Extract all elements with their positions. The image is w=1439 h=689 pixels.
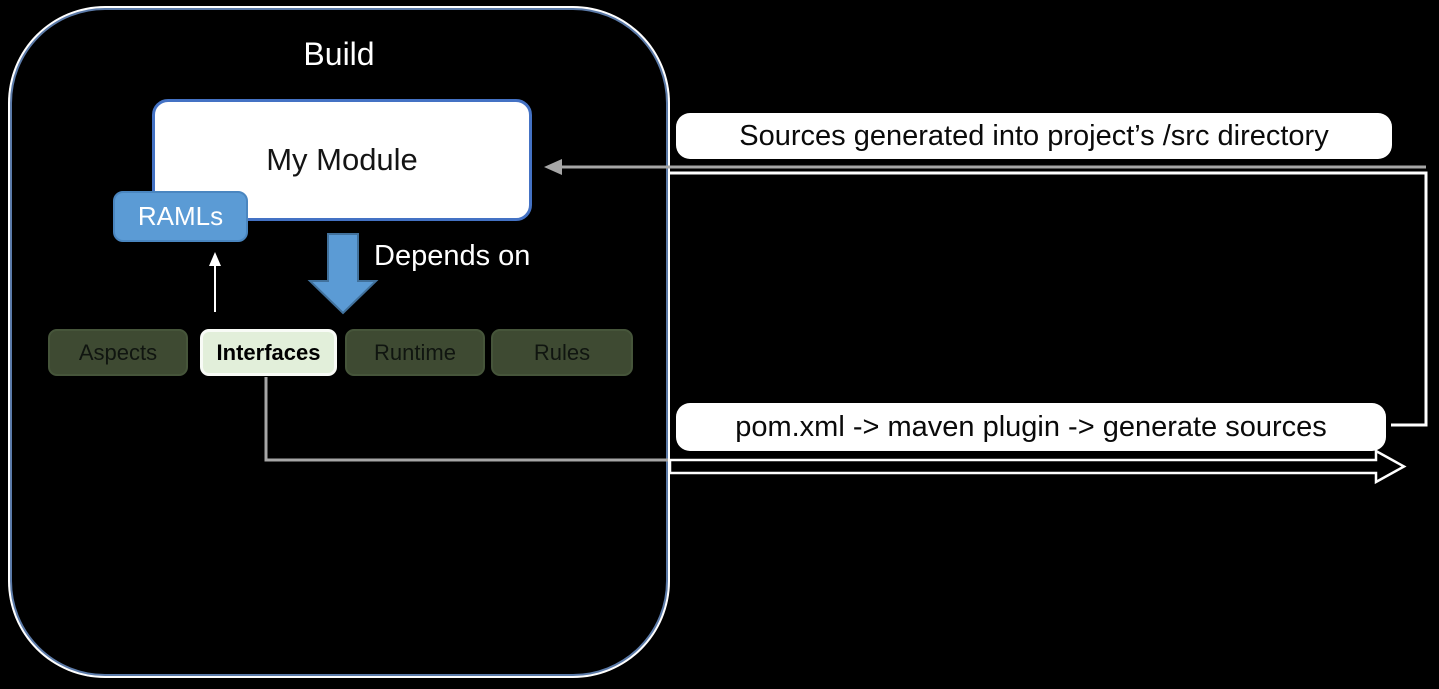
depends-arrow (307, 233, 379, 315)
ramls-box: RAMLs (113, 191, 248, 242)
pom-elbow-connector (670, 171, 1428, 427)
component-box-runtime: Runtime (345, 329, 485, 376)
my-module-label: My Module (266, 142, 418, 177)
component-box-aspects: Aspects (48, 329, 188, 376)
component-label-runtime: Runtime (374, 339, 456, 365)
component-label-aspects: Aspects (78, 339, 158, 365)
build-title: Build (303, 36, 375, 72)
sources-annotation: Sources generated into project’s /src di… (676, 113, 1392, 159)
component-box-rules: Rules (491, 329, 633, 376)
depends-on-label: Depends on (374, 240, 531, 272)
component-box-interfaces: Interfaces (200, 329, 337, 376)
raml-up-arrow (209, 252, 221, 312)
interfaces-connector (264, 377, 668, 462)
ramls-label: RAMLs (137, 201, 224, 231)
generate-sources-arrow (668, 448, 1407, 485)
component-label-rules: Rules (533, 339, 591, 365)
component-label-interfaces: Interfaces (216, 339, 321, 365)
pom-annotation: pom.xml -> maven plugin -> generate sour… (676, 403, 1386, 451)
sources-into-module-arrow (544, 159, 1426, 175)
